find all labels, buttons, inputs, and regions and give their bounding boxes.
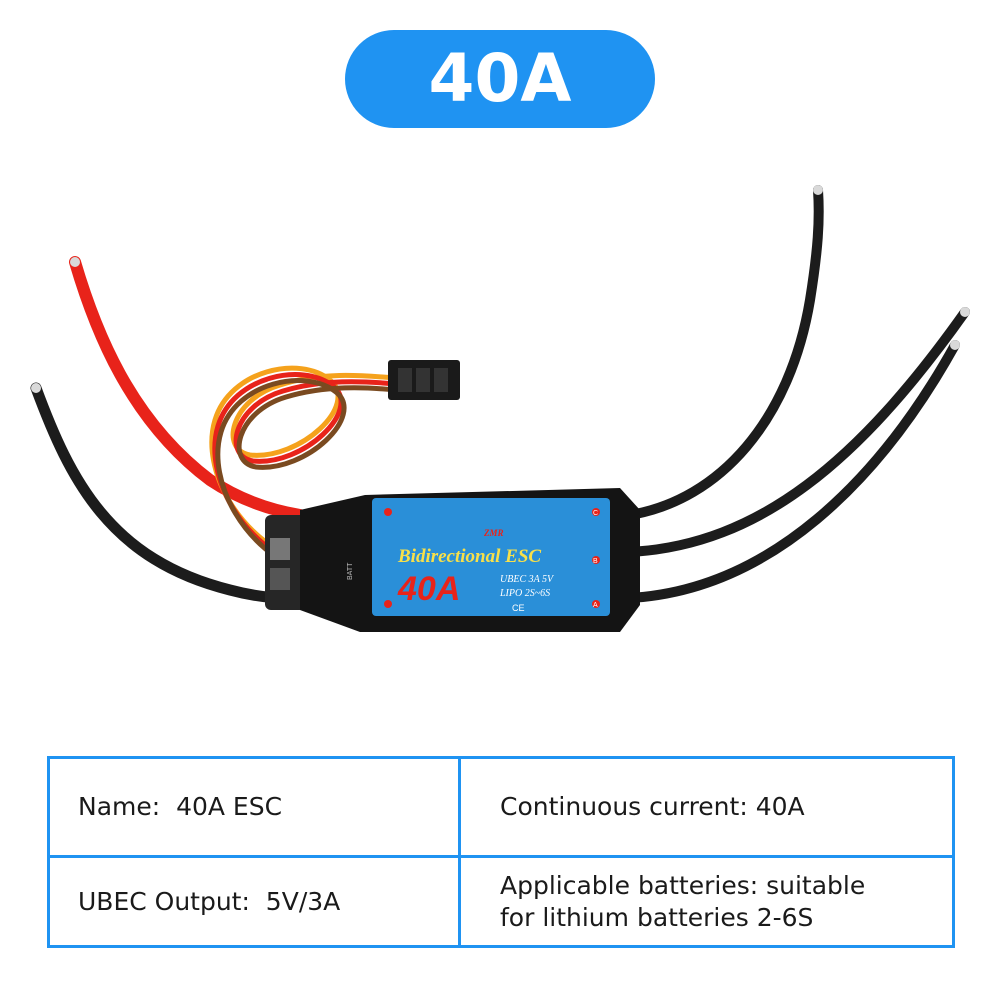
pad-c-label: C: [593, 510, 598, 517]
motor-wire-b: [625, 307, 970, 557]
spec-table: Name: 40A ESC Continuous current: 40A UB…: [47, 756, 955, 948]
batt-label: BATT: [347, 562, 354, 580]
spec-current-cell: Continuous current: 40A: [500, 759, 940, 855]
spec-batteries-line-1: Applicable batteries: suitable: [500, 870, 866, 900]
battery-positive-wire: [69, 256, 306, 521]
esc-title-label: Bidirectional ESC: [397, 546, 541, 567]
pad-a-label: A: [593, 602, 598, 609]
ce-mark: CE: [512, 603, 525, 613]
esc-product-image: C B A ZMR Bidirectional ESC 40A UBEC 3A …: [30, 185, 970, 632]
esc-label: [372, 498, 610, 616]
spec2-label: LIPO 2S~6S: [499, 588, 550, 599]
spec-table-column-divider: [458, 759, 461, 945]
spec-batteries-cell: Applicable batteries: suitable for lithi…: [500, 855, 940, 948]
spec-table-row-divider: [50, 855, 952, 858]
rating-badge-text: 40A: [428, 40, 572, 117]
brand-label: ZMR: [483, 528, 504, 538]
signal-wire: [209, 365, 398, 575]
spec1-label: UBEC 3A 5V: [500, 574, 555, 585]
rating-badge: 40A: [345, 30, 655, 128]
spec-continuous-current: Continuous current: 40A: [500, 792, 805, 821]
esc-rating-label: 40A: [397, 570, 460, 608]
spec-ubec-cell: UBEC Output: 5V/3A: [78, 855, 448, 948]
motor-wire-c: [625, 185, 824, 520]
spec-name-cell: Name: 40A ESC: [78, 759, 448, 855]
spec-ubec-output: UBEC Output: 5V/3A: [78, 886, 341, 916]
spec-name: Name: 40A ESC: [78, 792, 283, 821]
motor-wire-a: [625, 340, 960, 603]
pad-b-label: B: [593, 558, 598, 565]
spec-batteries-line-2: for lithium batteries 2-6S: [500, 902, 814, 932]
